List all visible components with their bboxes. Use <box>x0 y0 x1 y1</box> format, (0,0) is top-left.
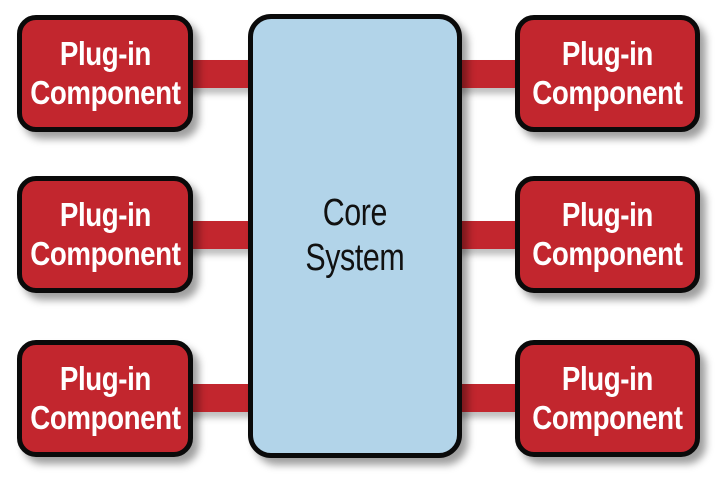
plugin-box-left-bottom: Plug-in Component <box>17 340 193 457</box>
core-system-box: Core System <box>248 14 462 458</box>
plugin-label-line: Component <box>29 234 181 272</box>
plugin-label-line: Component <box>29 73 181 111</box>
plugin-label-line: Plug-in <box>562 196 653 234</box>
plugin-label-line: Plug-in <box>562 360 653 398</box>
connector-left-middle <box>182 221 256 249</box>
core-label-line: Core <box>322 192 388 235</box>
plugin-box-right-top: Plug-in Component <box>515 15 700 132</box>
plugin-label: Plug-in Component <box>532 35 683 112</box>
plugin-label-line: Plug-in <box>562 35 653 73</box>
connector-right-middle <box>452 221 526 249</box>
plugin-box-left-middle: Plug-in Component <box>17 176 193 293</box>
plugin-label-line: Plug-in <box>59 196 151 234</box>
core-label-line: System <box>305 237 405 279</box>
plugin-box-left-top: Plug-in Component <box>17 15 193 132</box>
connector-right-bottom <box>452 384 526 412</box>
plugin-label-line: Component <box>532 398 683 436</box>
plugin-label-line: Component <box>532 73 683 111</box>
plugin-label: Plug-in Component <box>29 196 181 273</box>
plugin-label-line: Component <box>532 234 683 272</box>
plugin-box-right-bottom: Plug-in Component <box>515 340 700 457</box>
core-system-label: Core System <box>306 191 405 281</box>
plugin-label: Plug-in Component <box>29 360 181 437</box>
plugin-label: Plug-in Component <box>532 360 683 437</box>
plugin-label: Plug-in Component <box>29 35 181 112</box>
plugin-label-line: Plug-in <box>59 360 151 398</box>
plugin-label-line: Plug-in <box>59 35 151 73</box>
plugin-label-line: Component <box>29 398 181 436</box>
plugin-box-right-middle: Plug-in Component <box>515 176 700 293</box>
connector-right-top <box>452 60 526 88</box>
connector-left-top <box>182 60 256 88</box>
plugin-label: Plug-in Component <box>532 196 683 273</box>
connector-left-bottom <box>182 384 256 412</box>
